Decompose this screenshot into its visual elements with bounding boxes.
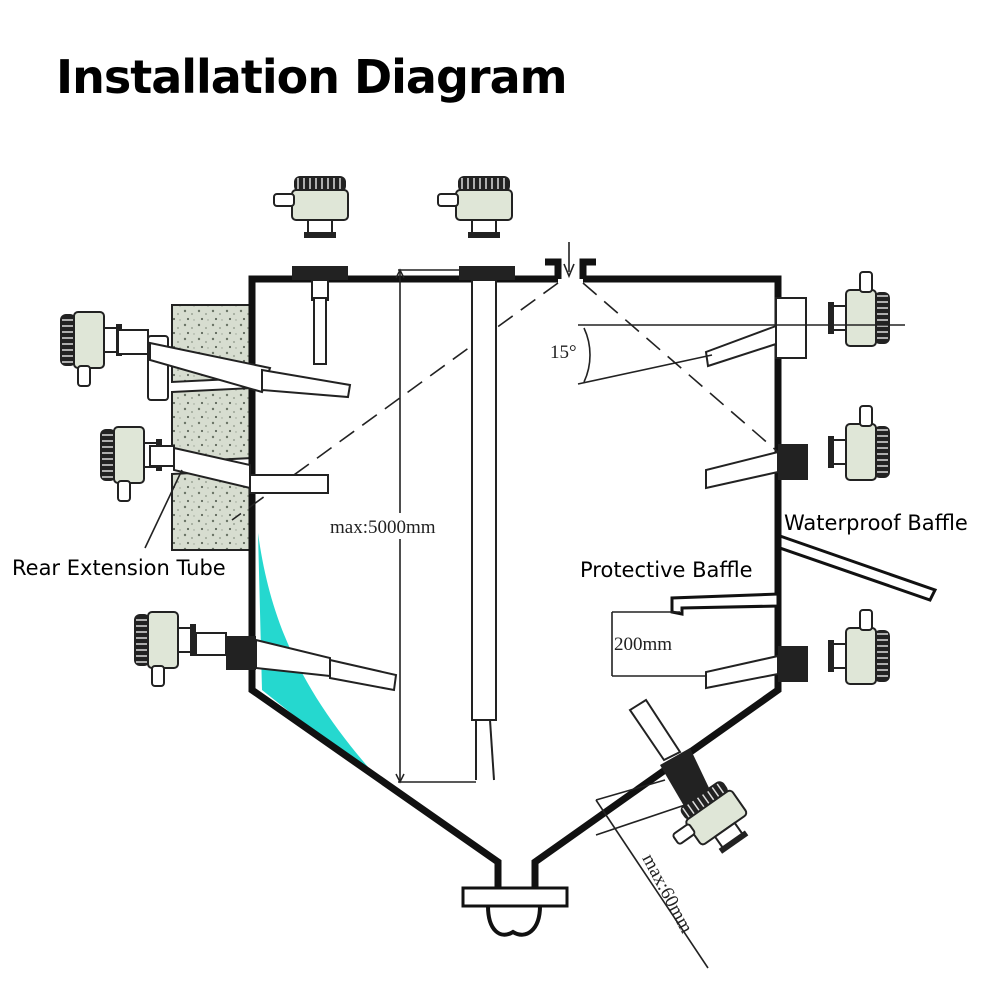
diagram-title: Installation Diagram: [56, 50, 568, 104]
right-probe-1: [704, 271, 891, 368]
baffle-gap-dimension: [611, 611, 706, 677]
repose-line-right: [582, 282, 779, 453]
max-height-label: max:5000mm: [330, 517, 436, 538]
rear-tube-leader: [144, 469, 183, 549]
rear-extension-tube-label: Rear Extension Tube: [12, 556, 226, 580]
angle-label: 15°: [550, 342, 577, 363]
left-probe-2: [99, 426, 329, 502]
silo-outline: [248, 258, 782, 937]
repose-line-left: [231, 282, 559, 521]
max-length-label: max:60mm: [638, 850, 697, 936]
top-probe-short: [273, 175, 349, 365]
height-dimension: [325, 268, 476, 784]
protective-baffle: [670, 592, 780, 616]
max-length-dimension: [595, 779, 709, 969]
inlet-arrow: [563, 242, 575, 279]
top-probe-long: [437, 175, 515, 781]
protective-baffle-label: Protective Baffle: [580, 558, 753, 582]
right-probe-2: [705, 405, 891, 490]
cone-probe: [628, 698, 760, 872]
angle-indicator: [577, 324, 905, 385]
left-probe-3: [133, 611, 398, 692]
left-probe-1: [59, 311, 352, 401]
baffle-gap-label: 200mm: [614, 634, 672, 655]
waterproof-baffle: [778, 533, 938, 602]
waterproof-baffle-label: Waterproof Baffle: [784, 511, 968, 535]
right-probe-3: [705, 609, 891, 690]
